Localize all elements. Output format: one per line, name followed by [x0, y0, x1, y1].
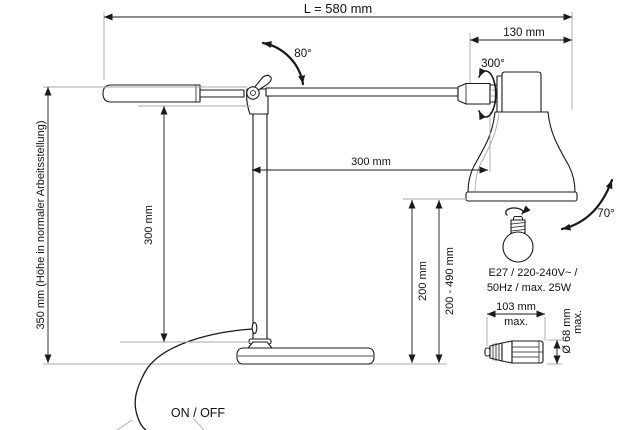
head-tilt-arrow [560, 178, 614, 231]
pivot-screw-center [250, 90, 256, 96]
label-bulb-length-max: max. [504, 316, 528, 328]
label-height-range: 200 - 490 mm [444, 247, 456, 315]
arm-pivot-arrow [261, 41, 306, 86]
globe-bulb [502, 205, 534, 263]
switch-leader-left [116, 419, 133, 430]
counterweight-arm [102, 84, 201, 103]
label-bulb-length: 103 mm [496, 301, 536, 313]
globe-bulb-glass [502, 231, 534, 263]
shade-inner-contour [474, 112, 500, 192]
arm-end-sleeve [457, 82, 491, 105]
label-on-off-switch: ON / OFF [171, 406, 226, 420]
rear-rod [199, 89, 245, 98]
label-arm-pivot-angle: 80° [294, 48, 311, 60]
switch-leader-right [192, 417, 205, 430]
labels: L = 580 mm 130 mm 80° 300° 70° 300 mm 30… [35, 1, 615, 420]
cfl-tip [484, 347, 491, 357]
pole-foot [247, 341, 273, 349]
cfl-bulb [484, 340, 544, 364]
label-head-tilt-angle: 70° [597, 208, 614, 220]
label-head-offset: 130 mm [503, 27, 545, 39]
label-pole-height: 300 mm [143, 205, 155, 245]
label-total-length: L = 580 mm [304, 1, 373, 16]
main-arm [265, 87, 459, 97]
label-arm-reach: 300 mm [351, 156, 391, 168]
label-bulb-spec-line2: 50Hz / max. 25W [487, 282, 572, 294]
label-overall-height: 350 mm (Höhe in normaler Arbeitsstellung… [35, 120, 47, 329]
head-swivel-arrow [478, 67, 497, 121]
cfl-housing [501, 340, 513, 364]
cfl-tube-lines [512, 341, 543, 363]
shade-bell [467, 111, 576, 193]
angle-arrows [261, 41, 614, 231]
label-shade-height: 200 mm [417, 261, 429, 301]
cfl-threads [492, 343, 500, 361]
label-bulb-diameter-max: max. [572, 310, 584, 334]
label-bulb-spec-line1: E27 / 220-240V~ / [489, 267, 579, 279]
label-head-swivel-angle: 300° [481, 58, 505, 70]
label-bulb-diameter: Ø 68 mm [561, 308, 573, 353]
shade-rim [465, 191, 578, 202]
bulb-rotation-icon [505, 205, 531, 216]
cable-hole [251, 321, 258, 335]
shade-cap [501, 71, 542, 112]
pivot-screw [246, 86, 260, 100]
globe-bulb-threads [510, 222, 526, 232]
pole [252, 113, 268, 343]
dimension-lines [44, 13, 572, 364]
power-cable [134, 328, 253, 430]
